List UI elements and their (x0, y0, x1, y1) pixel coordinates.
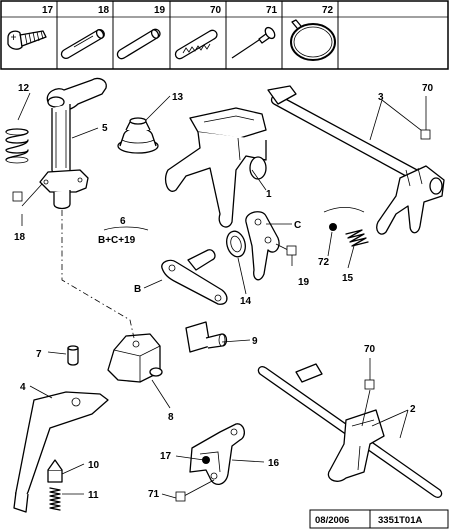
header-cell-18: 18 (98, 5, 110, 16)
reference-boxes (12, 129, 431, 502)
selector-lever-part-4 (13, 391, 109, 513)
pin-part-7 (67, 345, 79, 366)
parts-header-strip: 17 18 19 70 71 72 (0, 0, 449, 70)
footer-date: 08/2006 (315, 515, 349, 526)
washer-part-14 (226, 230, 246, 258)
header-cell-71: 71 (266, 5, 278, 16)
shift-fork-part-1 (164, 107, 267, 228)
spring-pin-icon (174, 29, 218, 60)
roll-pin-icon (60, 29, 105, 59)
header-cell-70: 70 (210, 5, 222, 16)
selector-shaft-part-5 (39, 77, 107, 210)
callout-18: 18 (14, 232, 26, 243)
circlip-icon (290, 19, 336, 61)
callout-12: 12 (18, 83, 30, 94)
callout-C: C (294, 220, 301, 231)
callout-labels: 12 5 13 18 1 3 70 6 B+C+19 C B 14 19 72 … (14, 83, 434, 501)
callout-10: 10 (88, 460, 100, 471)
callout-1: 1 (266, 189, 272, 200)
callout-3: 3 (378, 92, 384, 103)
callout-9: 9 (252, 336, 258, 347)
detent-hint-arc (323, 207, 365, 213)
interlock-part-C (245, 211, 280, 281)
callout-6-sub: B+C+19 (98, 235, 136, 246)
callout-6: 6 (120, 216, 126, 227)
callout-B: B (134, 284, 141, 295)
screw-icon (7, 30, 47, 50)
selector-block-part-8 (107, 333, 163, 383)
spring-part-12 (5, 128, 29, 164)
callout-11: 11 (88, 490, 99, 501)
ball-part-72 (329, 223, 337, 231)
callout-17: 17 (160, 451, 172, 462)
plunger-part-10 (47, 459, 63, 483)
callout-72: 72 (318, 257, 330, 268)
callout-19: 19 (298, 277, 310, 288)
callout-15: 15 (342, 273, 354, 284)
callout-71: 71 (148, 489, 160, 500)
bracket-part-16 (189, 423, 246, 485)
header-cell-19: 19 (154, 5, 166, 16)
callout-70-top: 70 (422, 83, 434, 94)
footer-reference: 3351T01A (378, 515, 423, 526)
callout-5: 5 (102, 123, 108, 134)
lever-part-B (161, 249, 228, 305)
callout-2: 2 (410, 404, 416, 415)
spring-part-11 (49, 487, 61, 511)
callout-13: 13 (172, 92, 184, 103)
header-cell-72: 72 (322, 5, 334, 16)
callout-4: 4 (20, 382, 26, 393)
callout-7: 7 (36, 349, 42, 360)
callout-8: 8 (168, 412, 174, 423)
rubber-boot-part-13 (117, 117, 159, 154)
callout-16: 16 (268, 458, 280, 469)
bracket-pin-part-9 (185, 321, 228, 353)
fork-rail-part-3 (267, 85, 445, 235)
callout-14: 14 (240, 296, 252, 307)
dowel-pin-icon (116, 28, 161, 60)
rivet-icon (231, 26, 276, 59)
footer: 08/2006 3351T01A (309, 509, 449, 529)
header-cell-17: 17 (42, 5, 54, 16)
fork-rail-part-2 (257, 363, 443, 498)
callout-70-bottom: 70 (364, 344, 376, 355)
spring-part-15 (345, 229, 369, 247)
